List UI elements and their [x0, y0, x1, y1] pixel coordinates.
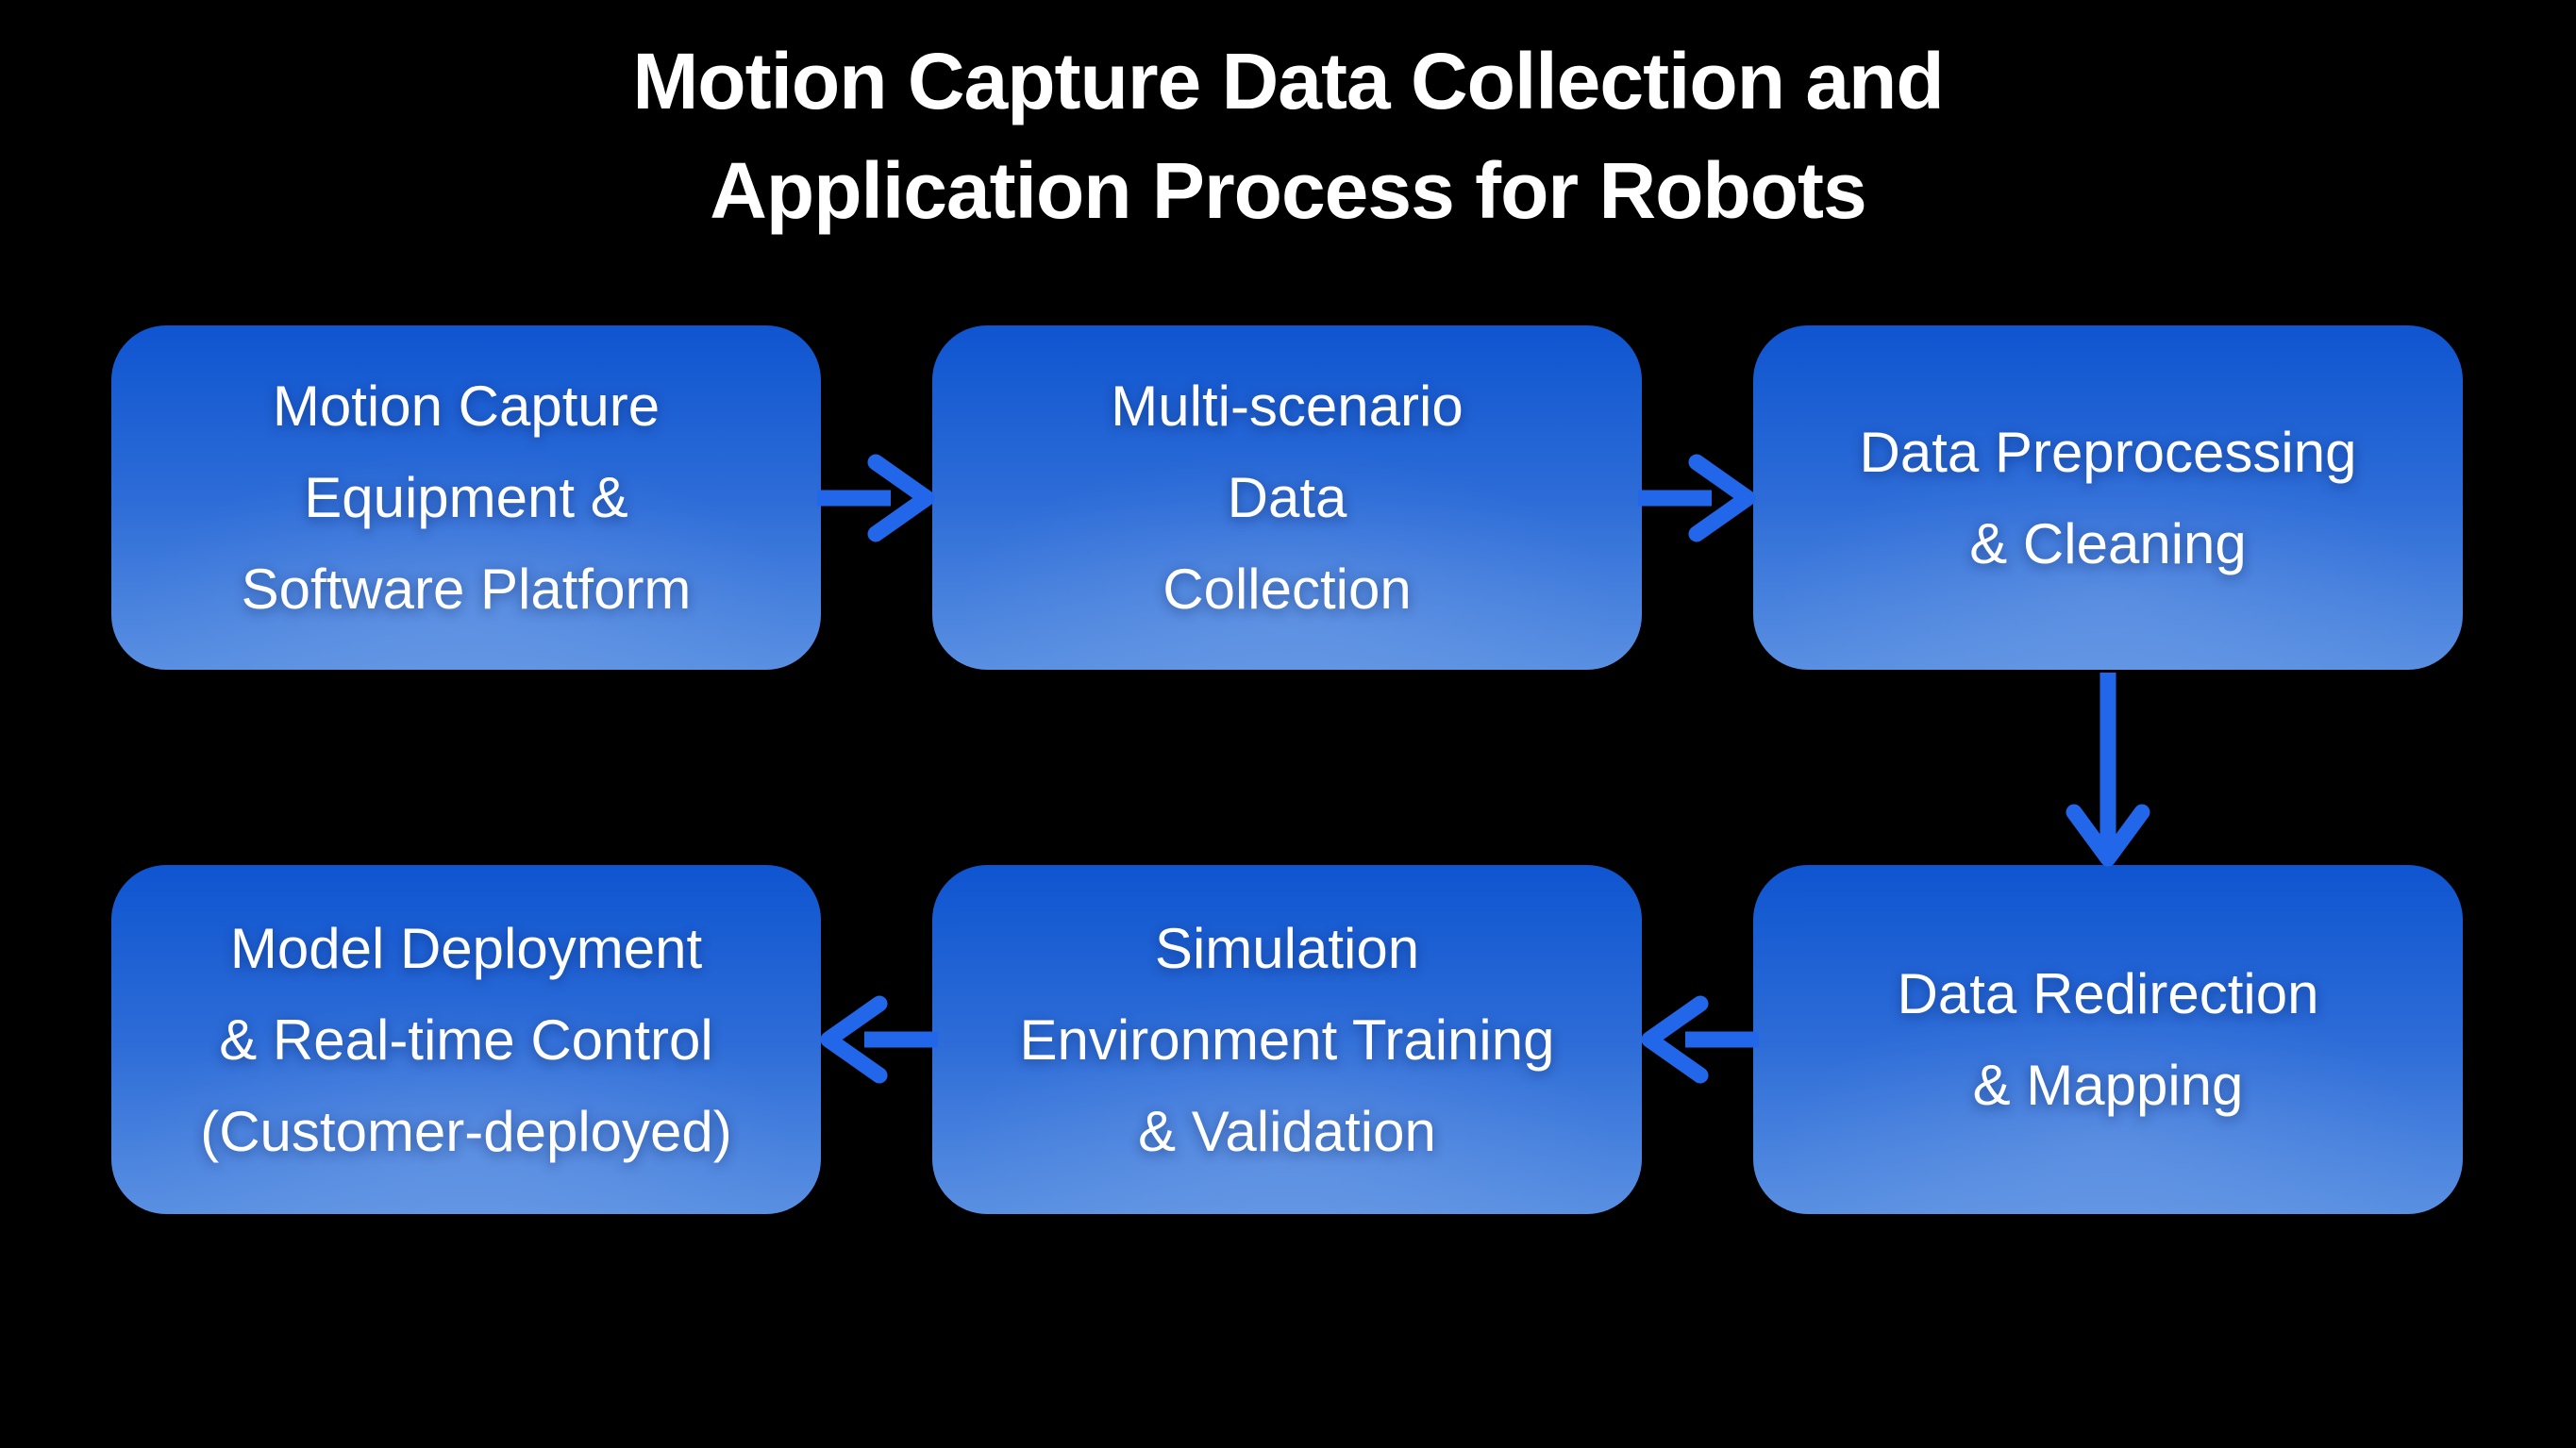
arrow-left-icon [820, 995, 938, 1084]
node-simulation-training-validation: Simulation Environment Training & Valida… [932, 865, 1642, 1214]
node-model-deployment-control: Model Deployment & Real-time Control (Cu… [111, 865, 821, 1214]
node-label-line: & Validation [1138, 1099, 1436, 1163]
diagram-title-line: Motion Capture Data Collection and [632, 37, 1944, 125]
node-label-line: & Mapping [1972, 1054, 2244, 1117]
node-data-redirection-mapping: Data Redirection & Mapping [1753, 865, 2463, 1214]
arrow-right-icon [1638, 454, 1756, 542]
node-data-preprocessing-cleaning: Data Preprocessing & Cleaning [1753, 325, 2463, 670]
node-label-line: Data [1227, 466, 1347, 529]
node-multi-scenario-data-collection: Multi-scenario Data Collection [932, 325, 1642, 670]
node-label-line: Data Preprocessing [1859, 420, 2357, 484]
diagram-title-line: Application Process for Robots [710, 146, 1867, 235]
node-label-line: Equipment & [304, 466, 628, 529]
node-label-line: Simulation [1154, 916, 1420, 980]
node-label-line: Environment Training [1019, 1007, 1555, 1072]
node-label-line: & Real-time Control [219, 1007, 713, 1072]
node-label-line: Software Platform [241, 558, 692, 621]
node-mocap-equipment-software: Motion Capture Equipment & Software Plat… [111, 325, 821, 670]
diagram-title: Motion Capture Data Collection and Appli… [0, 26, 2576, 245]
node-label-line: (Customer-deployed) [200, 1099, 732, 1163]
arrow-down-icon [2066, 673, 2150, 867]
node-label-line: Collection [1163, 558, 1412, 621]
node-label-line: & Cleaning [1969, 511, 2247, 575]
node-label-line: Model Deployment [229, 916, 703, 980]
node-label-line: Data Redirection [1897, 962, 2319, 1025]
node-label-line: Motion Capture [272, 374, 661, 438]
arrow-left-icon [1641, 995, 1759, 1084]
node-label-line: Multi-scenario [1111, 374, 1464, 438]
arrow-right-icon [817, 454, 935, 542]
